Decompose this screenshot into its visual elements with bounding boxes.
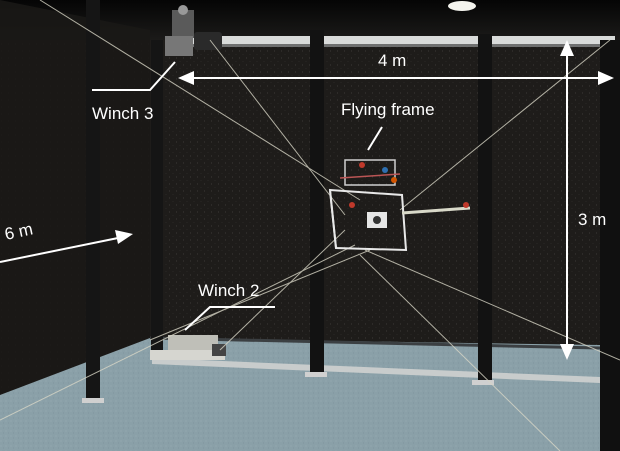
winch-2-leader: [184, 306, 275, 331]
height-label: 3 m: [578, 210, 606, 229]
winch-2-label: Winch 2: [198, 281, 259, 300]
floor: [0, 338, 620, 451]
baseboard: [149, 336, 601, 350]
pillar-left-back: [151, 40, 163, 358]
gantry-beam-shadow: [170, 44, 615, 47]
height-dimension-arrow: [560, 40, 574, 360]
pillar-foot: [305, 372, 327, 377]
pillar-left-front: [86, 0, 100, 400]
depth-dimension-arrow: [0, 230, 133, 263]
pillar-far-right: [600, 40, 620, 451]
pillar-foot: [472, 380, 494, 385]
gantry-beam: [170, 36, 615, 44]
winch-3: [165, 5, 222, 56]
left-wall: [0, 0, 150, 395]
pillar-right: [478, 34, 492, 384]
ceiling-light: [448, 1, 476, 11]
flying-frame: [328, 159, 471, 252]
pillar-center: [310, 30, 324, 375]
width-dimension-arrow: [178, 71, 614, 85]
flying-frame-label: Flying frame: [341, 100, 435, 119]
winch-3-leader: [92, 61, 176, 91]
winch-3-label: Winch 3: [92, 104, 153, 123]
pillar-foot: [82, 398, 104, 403]
width-label: 4 m: [378, 51, 406, 70]
flying-frame-leader: [367, 126, 383, 151]
